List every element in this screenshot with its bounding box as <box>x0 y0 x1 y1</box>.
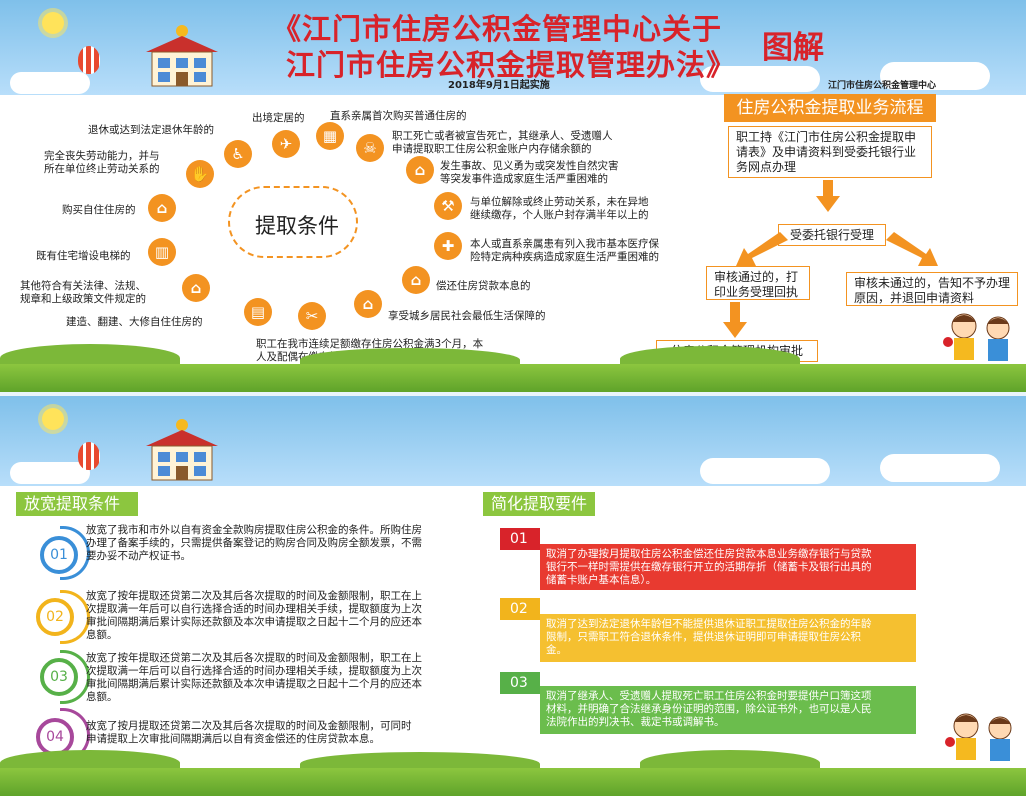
flow-step-apply: 职工持《江门市住房公积金提取申请表》及申请资料到受委托银行业务网点办理 <box>728 126 932 178</box>
house-care-icon: ⌂ <box>354 290 382 318</box>
house-icon <box>146 25 218 87</box>
medical-cross-icon: ✚ <box>434 232 462 260</box>
condition-right-6: 享受城乡居民社会最低生活保障的 <box>388 310 546 322</box>
ribbon-02: 02 <box>500 598 540 620</box>
condition-left-4: 既有住宅增设电梯的 <box>36 250 131 262</box>
flow-arrow-head <box>723 322 747 338</box>
flow-arrow-left <box>736 232 788 266</box>
condition-left-1: 退休或达到法定退休年龄的 <box>88 124 214 136</box>
scissors-icon: ✂ <box>298 302 326 330</box>
relax-item-2: 放宽了按年提取还贷第二次及其后各次提取的时间及金额限制，职工在上 次提取满一年后… <box>86 590 422 641</box>
relax-item-1: 放宽了我市和市外以自有资金全款购房提取住房公积金的条件。所购住房 办理了备案手续… <box>86 524 422 562</box>
flow-arrow-head <box>816 196 840 212</box>
ground <box>0 364 1026 392</box>
page-title-line2: 江门市住房公积金提取管理办法》 <box>286 48 737 82</box>
cloud <box>880 454 1000 482</box>
condition-left-2: 完全丧失劳动能力，并与 所在单位终止劳动关系的 <box>44 150 160 175</box>
ground <box>0 768 1026 796</box>
hand-icon: ✋ <box>186 160 214 188</box>
condition-right-4: 本人或直系亲属患有列入我市基本医疗保 险特定病种疾病造成家庭生活严重困难的 <box>470 238 659 263</box>
cloud <box>700 66 820 92</box>
skull-icon: ☠ <box>356 134 384 162</box>
panel-divider <box>0 392 1026 396</box>
number-badge-03: 03 <box>40 658 78 696</box>
bottom-panel: 放宽提取条件 01 放宽了我市和市外以自有资金全款购房提取住房公积金的条件。所购… <box>0 396 1026 796</box>
condition-left-3: 购买自住住房的 <box>62 204 136 216</box>
disaster-icon: ⌂ <box>406 156 434 184</box>
conditions-center-label: 提取条件 <box>255 214 339 238</box>
relax-item-3: 放宽了按年提取还贷第二次及其后各次提取的时间及金额限制，职工在上 次提取满一年后… <box>86 652 422 703</box>
conditions-cloud <box>228 186 358 258</box>
cloud <box>10 462 90 484</box>
airplane-icon: ✈ <box>272 130 300 158</box>
page-title-line1: 《江门市住房公积金管理中心关于 <box>272 12 723 46</box>
sun-icon <box>42 408 64 430</box>
flow-step-bank: 受委托银行受理 <box>778 224 886 246</box>
hammer-icon: ⚒ <box>434 192 462 220</box>
wheelchair-icon: ♿ <box>224 140 252 168</box>
simplify-item-1: 取消了办理按月提取住房公积金偿还住房贷款本息业务缴存银行与贷款 银行不一样时需提… <box>540 544 916 590</box>
number-badge-02: 02 <box>36 598 74 636</box>
condition-top-1: 出境定居的 <box>252 112 305 124</box>
number-badge-04: 04 <box>36 718 74 756</box>
flow-arrow <box>823 180 833 196</box>
balloon-icon <box>78 442 100 470</box>
balloon-icon <box>78 46 100 74</box>
condition-right-3: 与单位解除或终止劳动关系，未在异地 继续缴存，个人账户封存满半年以上的 <box>470 196 649 221</box>
kids-illustration <box>943 313 1010 361</box>
condition-left-5: 其他符合有关法律、法规、 规章和上级政策文件规定的 <box>20 280 146 305</box>
simplify-item-3: 取消了继承人、受遗赠人提取死亡职工住房公积金时要提供户口簿这项 材料，并明确了合… <box>540 686 916 734</box>
relax-section-title: 放宽提取条件 <box>16 492 138 516</box>
condition-right-1: 职工死亡或者被宣告死亡，其继承人、受遗赠人 申请提取职工住房公积金账户内存储余额… <box>392 130 613 155</box>
sun-icon <box>42 12 64 34</box>
home-icon: ⌂ <box>148 194 176 222</box>
condition-right-5: 偿还住房贷款本息的 <box>436 280 531 292</box>
office-icon: ▦ <box>316 122 344 150</box>
ribbon-01: 01 <box>500 528 540 550</box>
relax-item-4: 放宽了按月提取还贷第二次及其后各次提取的时间及金额限制，可同时 申请提取上次审批… <box>86 720 412 745</box>
condition-right-2: 发生事故、见义勇为或突发性自然灾害 等突发事件造成家庭生活严重困难的 <box>440 160 619 185</box>
cloud <box>880 62 990 90</box>
kids-illustration <box>945 713 1012 761</box>
house-icon: ⌂ <box>182 274 210 302</box>
construction-icon: ▤ <box>244 298 272 326</box>
flow-arrow <box>730 302 740 322</box>
house-icon <box>146 419 218 481</box>
condition-top-2: 直系亲属首次购买普通住房的 <box>330 110 467 122</box>
cloud <box>700 458 830 484</box>
effective-date: 2018年9月1日起实施 <box>448 80 550 91</box>
org-name: 江门市住房公积金管理中心 <box>828 81 937 91</box>
top-panel: 《江门市住房公积金管理中心关于 江门市住房公积金提取管理办法》 图解 2018年… <box>0 0 1026 392</box>
building-icon: ▥ <box>148 238 176 266</box>
cloud <box>10 72 90 94</box>
ribbon-03: 03 <box>500 672 540 694</box>
flow-step-rejected: 审核未通过的，告知不予办理原因，并退回申请资料 <box>846 272 1018 306</box>
number-badge-01: 01 <box>40 536 78 574</box>
simplify-item-2: 取消了达到法定退休年龄但不能提供退休证职工提取住房公积金的年龄 限制，只需职工符… <box>540 614 916 662</box>
tujie-label: 图解 <box>762 30 824 66</box>
flow-title: 住房公积金提取业务流程 <box>724 94 936 122</box>
house-loan-icon: ⌂ <box>402 266 430 294</box>
flow-step-approved: 审核通过的，打印业务受理回执 <box>706 266 810 300</box>
simplify-section-title: 简化提取要件 <box>483 492 595 516</box>
flow-arrow-right <box>886 232 938 266</box>
condition-left-6: 建造、翻建、大修自住住房的 <box>66 316 203 328</box>
